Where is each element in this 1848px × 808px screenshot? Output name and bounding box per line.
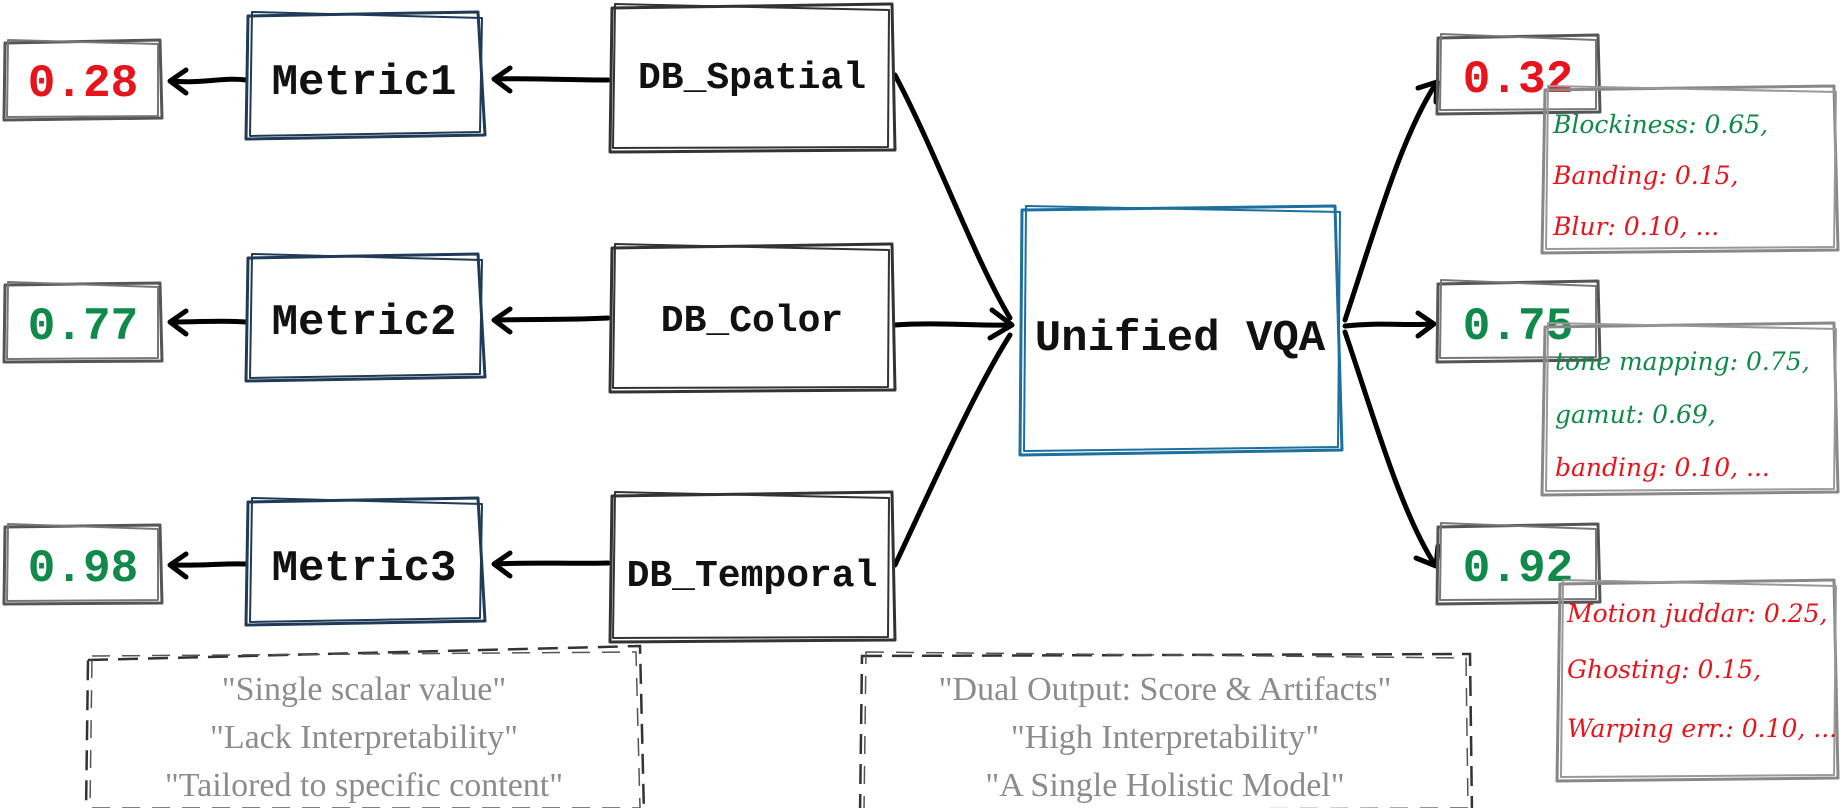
right-score-1: 0.32 (1463, 54, 1573, 106)
artifact-box-1: Blockiness: 0.65, Banding: 0.15, Blur: 0… (1540, 84, 1840, 255)
metric-label-3: Metric3 (272, 544, 457, 594)
score-box-right-3: 0.92 (1435, 522, 1602, 606)
note-left-line-3: "Tailored to specific content" (165, 767, 563, 804)
arrow-vqa-score2-head (1415, 310, 1437, 339)
db-box-color: DB_Color (608, 242, 897, 394)
arrow-metric3-score3-head (167, 551, 189, 580)
db-boxes: DB_Spatial DB_Color DB_Temporal (608, 2, 897, 644)
left-score-2: 0.77 (28, 301, 138, 353)
note-box-right: "Dual Output: Score & Artifacts" "High I… (858, 651, 1474, 808)
arrow-metric1-score1-head (167, 67, 189, 96)
note-right-line-3: "A Single Holistic Model" (985, 767, 1344, 804)
score-box-right-1: 0.32 (1435, 33, 1602, 116)
db-label-spatial: DB_Spatial (638, 57, 866, 100)
db-box-spatial: DB_Spatial (608, 2, 897, 154)
score-box-left-3: 0.98 (2, 523, 164, 606)
arrow-db3-vqa (892, 332, 1013, 568)
artifact-1-line-3: Blur: 0.10, ... (1552, 212, 1719, 241)
artifact-2-line-3: banding: 0.10, ... (1555, 453, 1770, 482)
arrow-vqa-score3 (1342, 329, 1438, 568)
unified-vqa-box: Unified VQA (1018, 204, 1344, 457)
arrow-metric2-score2 (169, 318, 249, 325)
arrow-vqa-score1 (1342, 82, 1438, 323)
metric-box-2: Metric2 (244, 252, 487, 383)
artifact-2-line-1: tone mapping: 0.75, (1555, 347, 1810, 376)
arrow-metric3-score3 (169, 561, 249, 568)
arrow-db2-metric2-head (491, 306, 513, 335)
note-right-line-2: "High Interpretability" (1011, 719, 1319, 756)
note-left-line-2: "Lack Interpretability" (210, 719, 518, 756)
unified-vqa-label: Unified VQA (1035, 314, 1326, 364)
metric-label-1: Metric1 (272, 58, 457, 108)
db-label-color: DB_Color (661, 300, 843, 343)
arrow-vqa-score2 (1342, 321, 1435, 329)
arrow-db2-metric2 (492, 315, 611, 323)
metric-box-3: Metric3 (244, 496, 487, 627)
metric-box-1: Metric1 (244, 10, 487, 141)
db-label-temporal: DB_Temporal (627, 555, 878, 598)
artifact-2-line-2: gamut: 0.69, (1555, 400, 1716, 429)
metric-label-2: Metric2 (272, 298, 457, 348)
arrow-into-vqa-head (987, 307, 1015, 341)
note-box-left: "Single scalar value" "Lack Interpretabi… (84, 644, 646, 808)
arrow-db1-metric1 (492, 76, 611, 83)
left-score-3: 0.98 (28, 543, 138, 595)
artifact-3-line-3: Warping err.: 0.10, ... (1567, 714, 1837, 743)
arrow-metric2-score2-head (167, 308, 189, 337)
arrows-left (167, 65, 611, 580)
right-scores: 0.32 0.75 0.92 (1435, 33, 1602, 606)
arrow-db3-metric3-head (491, 550, 513, 579)
metric-boxes: Metric1 Metric2 Metric3 (244, 10, 487, 627)
artifact-box-3: Motion juddar: 0.25, Ghosting: 0.15, War… (1555, 578, 1840, 783)
artifact-1-line-1: Blockiness: 0.65, (1552, 110, 1768, 139)
left-score-1: 0.28 (28, 58, 138, 110)
artifact-3-line-1: Motion juddar: 0.25, (1566, 599, 1828, 628)
artifact-3-line-2: Ghosting: 0.15, (1567, 655, 1761, 684)
score-box-left-2: 0.77 (2, 281, 164, 364)
artifact-1-line-2: Banding: 0.15, (1552, 161, 1738, 190)
left-scores: 0.28 0.77 0.98 (2, 38, 164, 606)
note-right-line-1: "Dual Output: Score & Artifacts" (939, 671, 1392, 708)
arrow-db2-vqa (892, 321, 1013, 328)
right-score-3: 0.92 (1463, 543, 1573, 595)
arrow-db3-metric3 (492, 560, 611, 567)
arrow-db1-metric1-head (491, 65, 513, 94)
arrow-metric1-score1 (169, 76, 249, 85)
db-box-temporal: DB_Temporal (608, 490, 897, 644)
artifact-boxes: Blockiness: 0.65, Banding: 0.15, Blur: 0… (1540, 84, 1840, 783)
score-box-left-1: 0.28 (2, 38, 164, 122)
arrow-db1-vqa (892, 72, 1013, 321)
artifact-box-2: tone mapping: 0.75, gamut: 0.69, banding… (1540, 321, 1840, 497)
note-left-line-1: "Single scalar value" (222, 671, 507, 708)
